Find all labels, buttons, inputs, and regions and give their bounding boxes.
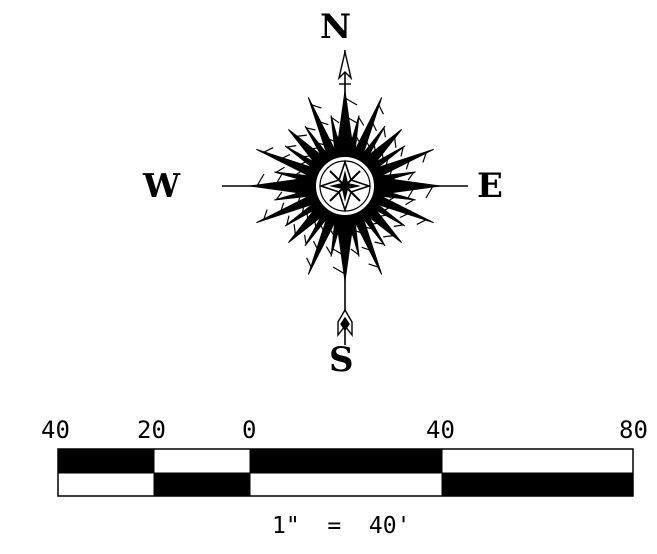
scale-tick-label: 40	[41, 416, 70, 444]
compass-ray-barb	[383, 127, 386, 138]
compass-ray-barb	[304, 234, 307, 245]
compass-ray-barb	[306, 257, 312, 268]
compass-ray-barb	[312, 240, 319, 251]
scale-bar-segment	[249, 472, 443, 497]
compass-ray-barb	[295, 134, 307, 138]
compass-ray-barb	[350, 248, 360, 256]
compass-ray-barb	[361, 246, 372, 252]
scale-tick-label: 40	[426, 416, 455, 444]
compass-ray-barb	[286, 215, 290, 226]
scale-bar-segment	[153, 448, 251, 474]
scale-bar-segment	[249, 448, 443, 474]
compass-ray-barb	[330, 116, 340, 124]
compass-ray-barb	[344, 97, 358, 106]
compass-ray-barb	[405, 159, 411, 170]
compass-ray-barb	[389, 185, 398, 199]
compass-ray-barb	[358, 116, 365, 126]
scale-bar-cells	[57, 448, 634, 497]
compass-ray-barb	[325, 246, 332, 256]
compass-ray-barb	[374, 241, 385, 245]
south-label: S	[329, 340, 354, 380]
scale-bar-segment	[441, 448, 634, 474]
compass-ray-barb	[425, 185, 434, 199]
compass-ray-barb	[368, 263, 379, 268]
compass-ray-barb	[286, 145, 297, 148]
compass-ray-barb	[407, 171, 415, 181]
compass-ray-barb	[256, 173, 265, 187]
west-label: W	[143, 166, 181, 205]
compass-ray-barb	[263, 147, 274, 153]
north-arrow-icon	[337, 51, 353, 85]
compass-ray-barb	[311, 104, 322, 109]
compass-ray-barb	[332, 230, 346, 239]
scale-bar-segment	[57, 472, 155, 497]
compass-ray-barb	[416, 219, 427, 225]
compass-ray-barb	[280, 153, 291, 160]
compass-ray-barb	[332, 266, 346, 275]
compass-ray-barb	[399, 212, 410, 219]
scale-tick-label: 80	[619, 416, 648, 444]
compass-ray-barb	[274, 173, 283, 187]
compass-ray-barb	[383, 234, 395, 238]
scale-bar-segment	[153, 472, 251, 497]
compass-ray-barb	[292, 173, 301, 187]
compass-ray-barb	[344, 115, 358, 124]
scale-ratio-text: 1" = 40'	[272, 513, 411, 539]
compass-ray-barb	[305, 127, 316, 131]
scale-bar-segment	[57, 448, 155, 474]
scale-bar-segment	[441, 472, 634, 497]
compass-ray-barb	[293, 224, 297, 236]
south-tail-icon	[337, 308, 353, 338]
compass-ray-barb	[344, 133, 358, 142]
compass-ray-barb	[332, 248, 346, 257]
compass-ray-barb	[378, 104, 384, 115]
scale-tick-label: 0	[242, 416, 257, 444]
compass-center-icon	[314, 155, 376, 217]
compass-ray-barb	[405, 199, 415, 206]
north-label: N	[320, 7, 352, 47]
compass-ray-barb	[407, 185, 416, 199]
compass-ray-barb	[318, 120, 329, 126]
compass-ray-barb	[371, 121, 378, 132]
compass-ray-barb	[279, 202, 285, 213]
compass-ray-barb	[400, 146, 404, 157]
compass-ray-barb	[393, 224, 404, 227]
compass-ray-barb	[393, 136, 397, 148]
scale-bar-outline	[57, 448, 634, 497]
compass-ray-barb	[275, 166, 285, 173]
compass-ray-barb	[422, 152, 427, 163]
compass-ray-barb	[275, 191, 283, 201]
compass-ray-barb	[263, 209, 268, 220]
scale-tick-label: 20	[137, 416, 166, 444]
east-label: E	[477, 166, 503, 206]
